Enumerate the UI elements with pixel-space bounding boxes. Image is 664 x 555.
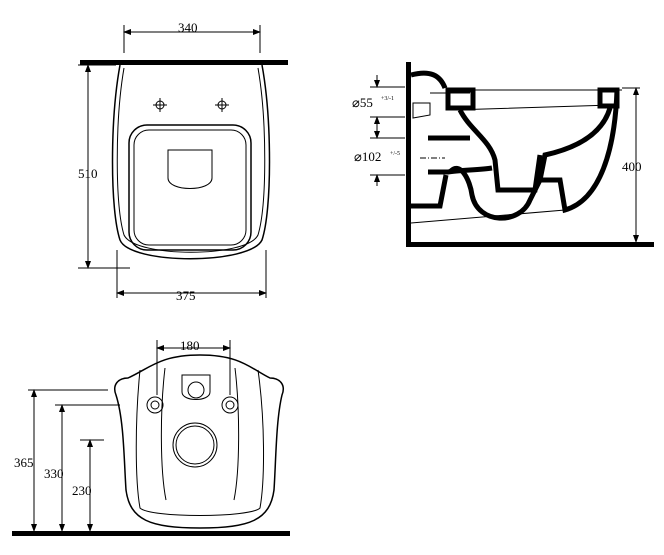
mount-hole-icon [153, 98, 229, 112]
dim-outlet-tolerance: +/-5 [390, 151, 400, 157]
outlet-hole-icon [172, 422, 218, 468]
dim-height-230: 230 [72, 483, 92, 498]
dim-inlet-tolerance: +3/-1 [381, 96, 394, 102]
wall-line [406, 62, 411, 246]
top-view: 340 510 375 [78, 20, 288, 303]
rear-outline [114, 354, 284, 529]
seat-outline [128, 124, 252, 251]
dim-outlet-diameter: ⌀102 [354, 149, 381, 164]
floor-line [12, 531, 290, 536]
dim-width-bottom: 375 [176, 288, 196, 303]
side-view: ⌀55 +3/-1 ⌀102 +/-5 400 [352, 62, 654, 247]
dim-height: 400 [622, 159, 642, 174]
bolt-hole-icon [146, 396, 239, 414]
bowl-outline [111, 64, 271, 260]
dim-inlet-diameter: ⌀55 [352, 95, 373, 110]
dim-bolt-spacing: 180 [180, 338, 200, 353]
wall-line [80, 60, 288, 65]
rear-view: 180 365 330 230 [12, 338, 290, 536]
inlet-hole-icon [181, 374, 211, 400]
dim-depth: 510 [78, 166, 98, 181]
seat-lid-hinge [167, 149, 213, 189]
floor-line [406, 242, 654, 247]
dim-height-365: 365 [14, 455, 34, 470]
dim-height-330: 330 [44, 466, 64, 481]
dim-width-top: 340 [178, 20, 198, 35]
